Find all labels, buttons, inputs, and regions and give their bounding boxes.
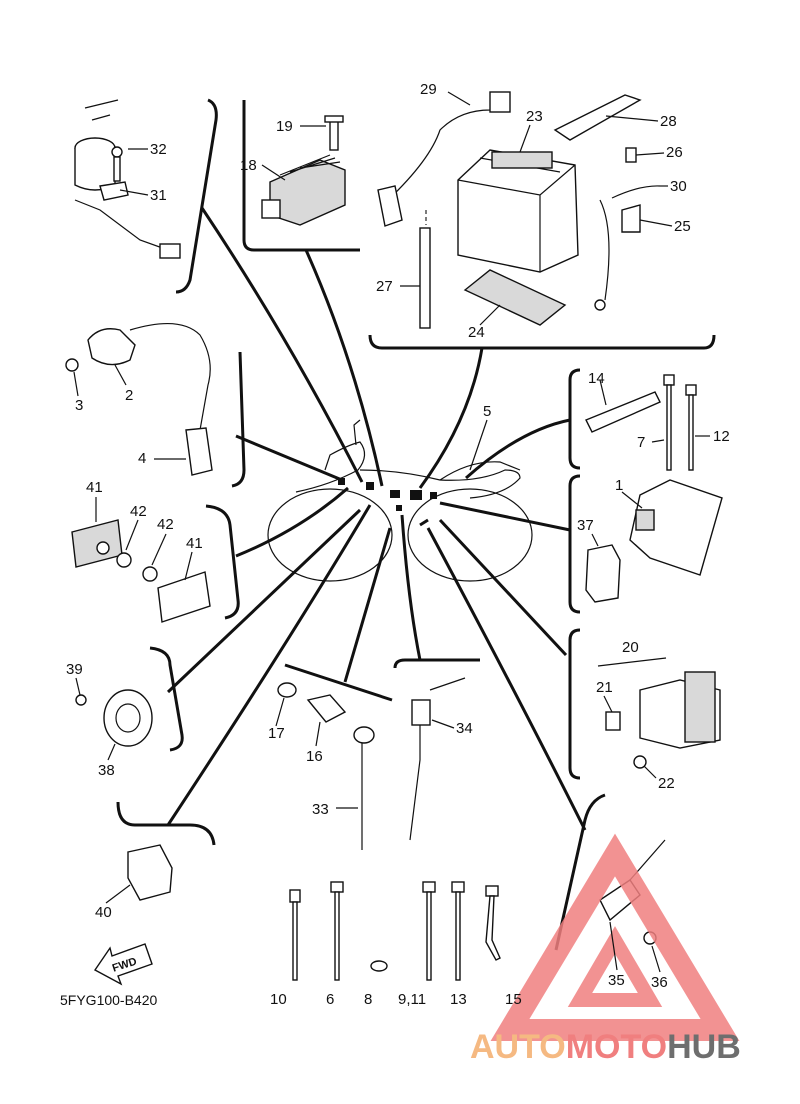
bracket-25-part bbox=[621, 204, 641, 233]
bracket-taillight bbox=[205, 504, 240, 620]
bracket-pickup-coil bbox=[231, 351, 246, 488]
callout-30: 30 bbox=[670, 178, 687, 195]
callout-38: 38 bbox=[98, 762, 115, 779]
callout-6: 6 bbox=[326, 991, 334, 1008]
bracket-clutch-switch bbox=[554, 793, 606, 951]
minus-lead-part bbox=[599, 199, 610, 301]
callout-41b: 41 bbox=[186, 535, 203, 552]
bracket-ignition bbox=[175, 98, 218, 294]
battery-pad-part bbox=[463, 269, 567, 326]
bracket-battery bbox=[368, 334, 716, 350]
cable-30-part bbox=[611, 185, 661, 199]
callout-8: 8 bbox=[364, 991, 372, 1008]
callout-34: 34 bbox=[456, 720, 473, 737]
callout-26: 26 bbox=[666, 144, 683, 161]
callout-39: 39 bbox=[66, 661, 83, 678]
callout-5: 5 bbox=[483, 403, 491, 420]
callout-21: 21 bbox=[596, 679, 613, 696]
bolt-26-part bbox=[625, 147, 637, 163]
bracket-cdi bbox=[568, 474, 581, 614]
callout-1: 1 bbox=[615, 477, 623, 494]
bracket-starter-relay bbox=[568, 628, 581, 780]
bracket-relay bbox=[116, 801, 216, 846]
callout-28: 28 bbox=[660, 113, 677, 130]
bracket-hose-ties bbox=[568, 368, 581, 470]
battery-lead-part bbox=[387, 99, 506, 201]
watermark-hub: HUB bbox=[667, 1028, 741, 1066]
neutral-switch-part bbox=[306, 694, 347, 723]
callout-37: 37 bbox=[577, 517, 594, 534]
callout-27: 27 bbox=[376, 278, 393, 295]
callout-16: 16 bbox=[306, 748, 323, 765]
callout-13: 13 bbox=[450, 991, 467, 1008]
breather-pipe bbox=[419, 227, 431, 329]
callout-20: 20 bbox=[622, 639, 639, 656]
callout-23: 23 bbox=[526, 108, 543, 125]
bottom-ties bbox=[289, 881, 501, 981]
callout-42a: 42 bbox=[130, 503, 147, 520]
callout-24: 24 bbox=[468, 324, 485, 341]
diagram-code: 5FYG100-B420 bbox=[60, 992, 157, 1008]
callout-40: 40 bbox=[95, 904, 112, 921]
cdi-unit-part bbox=[629, 479, 723, 576]
starter-relay-part bbox=[605, 671, 721, 769]
motorcycle-outline bbox=[267, 419, 533, 582]
callout-42b: 42 bbox=[157, 516, 174, 533]
watermark-logo bbox=[490, 833, 740, 1041]
part-37 bbox=[585, 544, 621, 603]
tie-12-strap bbox=[688, 394, 694, 471]
bracket-brake-switch bbox=[393, 658, 480, 669]
lens-41b-part bbox=[157, 571, 211, 623]
pickup-coil-part bbox=[65, 322, 213, 476]
callout-2: 2 bbox=[125, 387, 133, 404]
callout-9-11: 9,11 bbox=[398, 991, 426, 1008]
brake-switch-part bbox=[409, 700, 421, 841]
callout-19: 19 bbox=[276, 118, 293, 135]
callout-4: 4 bbox=[138, 450, 146, 467]
callout-29: 29 bbox=[420, 81, 437, 98]
battery-part bbox=[457, 149, 579, 273]
callout-41a: 41 bbox=[86, 479, 103, 496]
watermark-auto: AUTO bbox=[470, 1028, 566, 1066]
bracket-neutral-switch bbox=[284, 663, 393, 702]
battery-lead-end bbox=[377, 185, 403, 227]
battery-lead-terminal bbox=[489, 91, 511, 113]
callout-10: 10 bbox=[270, 991, 287, 1008]
cdi-connector bbox=[635, 509, 655, 531]
leader-lines bbox=[166, 207, 587, 831]
tie-7-part bbox=[663, 374, 675, 386]
callout-31: 31 bbox=[150, 187, 167, 204]
callout-15: 15 bbox=[505, 991, 522, 1008]
callout-leaders bbox=[73, 91, 710, 973]
bracket-rectifier bbox=[242, 100, 360, 252]
callout-14: 14 bbox=[588, 370, 605, 387]
watermark-text: AUTOMOTOHUB bbox=[470, 1028, 741, 1066]
rectifier-regulator-part bbox=[261, 115, 346, 226]
callout-36: 36 bbox=[651, 974, 668, 991]
callout-35: 35 bbox=[608, 972, 625, 989]
callout-18: 18 bbox=[240, 157, 257, 174]
callout-22: 22 bbox=[658, 775, 675, 792]
callout-3: 3 bbox=[75, 397, 83, 414]
hose-14-part bbox=[585, 391, 661, 433]
washer-17-part bbox=[277, 682, 297, 698]
horn-part bbox=[103, 689, 153, 747]
callout-17: 17 bbox=[268, 725, 285, 742]
callout-labels: 1 2 3 4 5 6 7 8 9,11 10 12 13 14 15 16 1… bbox=[66, 81, 730, 1008]
tie-7-strap bbox=[666, 384, 672, 471]
battery-band-part bbox=[553, 94, 642, 141]
callout-33: 33 bbox=[312, 801, 329, 818]
callout-25: 25 bbox=[674, 218, 691, 235]
watermark-moto: MOTO bbox=[566, 1028, 667, 1066]
callout-7: 7 bbox=[637, 434, 645, 451]
lens-41a-part bbox=[71, 519, 123, 568]
callout-32: 32 bbox=[150, 141, 167, 158]
callout-12: 12 bbox=[713, 428, 730, 445]
tie-12-part bbox=[685, 384, 697, 396]
fwd-arrow: FWD bbox=[93, 943, 153, 986]
main-switch-part bbox=[74, 99, 181, 259]
bracket-horn bbox=[149, 646, 184, 752]
relay-40-part bbox=[127, 844, 173, 901]
